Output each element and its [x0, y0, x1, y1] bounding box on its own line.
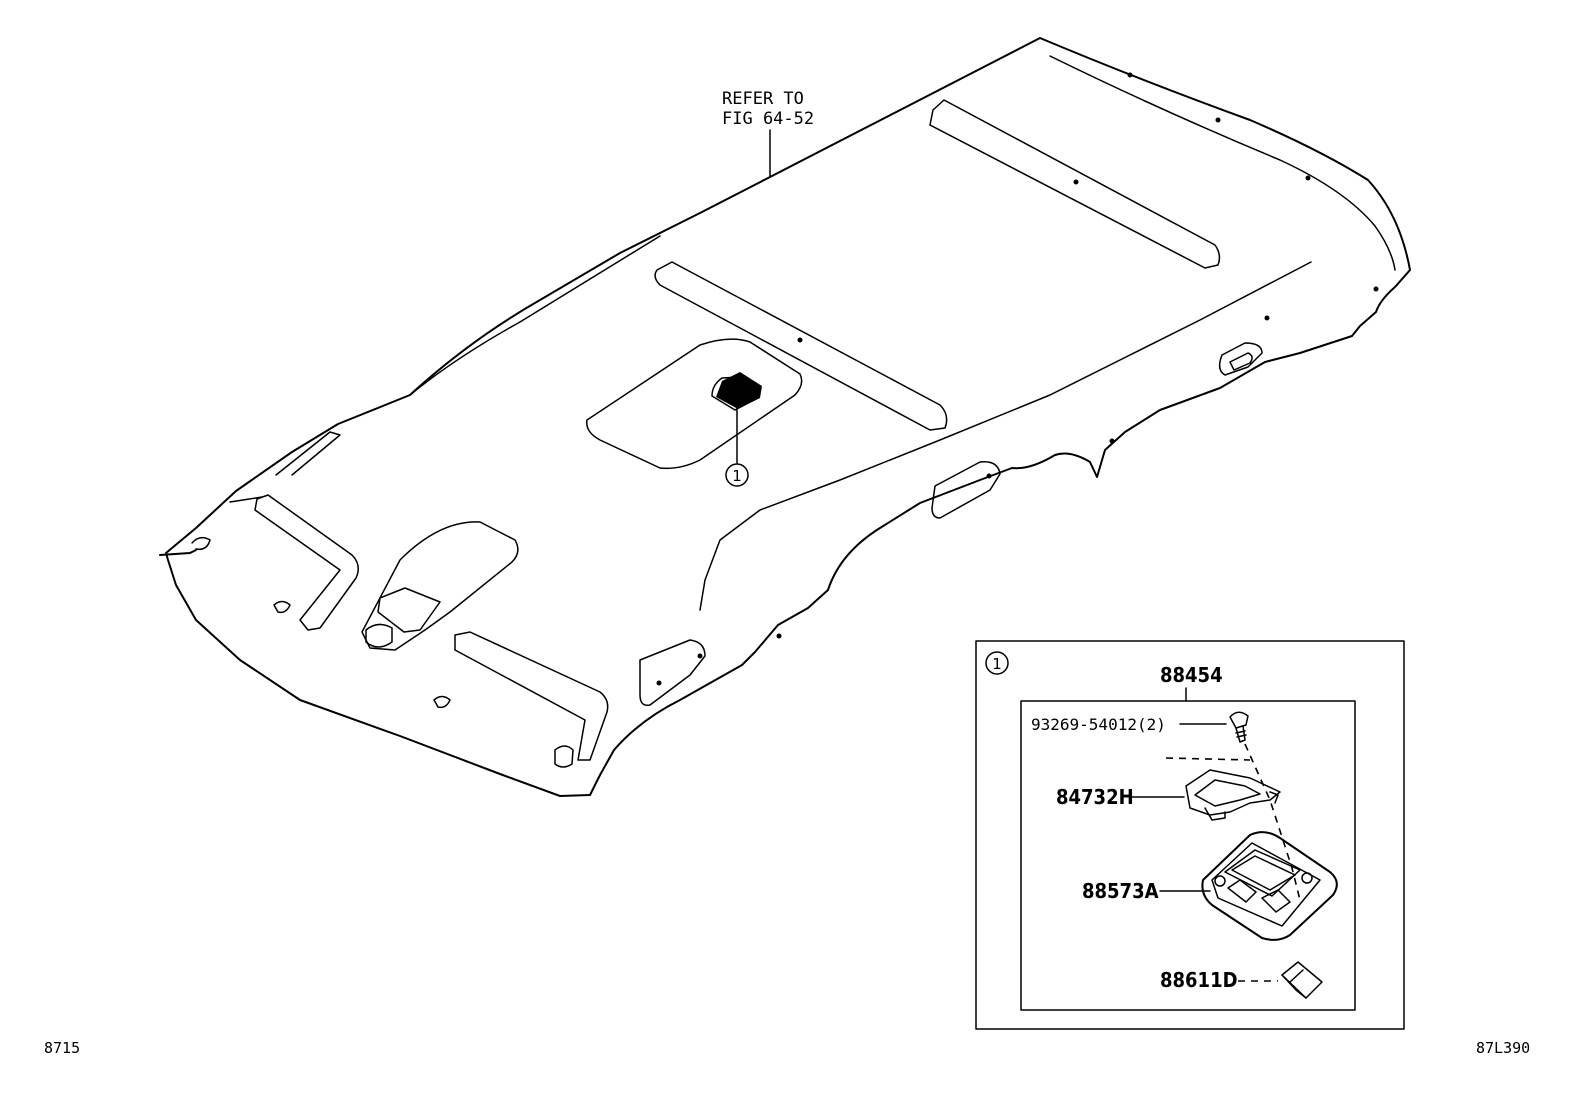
assembly-part-number: 88454: [1160, 663, 1223, 687]
detail-box: 1 88454 93269-54012(2) 84732H 88573A: [975, 640, 1405, 1030]
callout-circle: [725, 463, 749, 487]
screw-part-number: 93269-54012(2): [1031, 715, 1166, 734]
cover-part-number: 88611D: [1160, 968, 1238, 992]
detail-marker-circle: [985, 651, 1009, 675]
assembly-inner-box: [1020, 700, 1356, 1011]
detail-marker-number: 1: [992, 655, 1002, 673]
overhead-console-drawing: [1201, 831, 1338, 941]
refer-to-label: REFER TO: [722, 89, 804, 109]
screw-drawing: [1229, 711, 1249, 743]
cover-drawing: [1281, 961, 1323, 999]
bracket-drawing: [1185, 769, 1281, 821]
bracket-part-number: 84732H: [1056, 785, 1134, 809]
refer-fig-label: FIG 64-52: [722, 109, 814, 129]
headliner-drawing: [159, 37, 1411, 797]
lamp-housing-part-number: 88573A: [1082, 879, 1159, 903]
corner-label-right: 87L390: [1476, 1039, 1530, 1057]
corner-label-left: 8715: [44, 1039, 80, 1057]
callout-number: 1: [732, 467, 742, 485]
